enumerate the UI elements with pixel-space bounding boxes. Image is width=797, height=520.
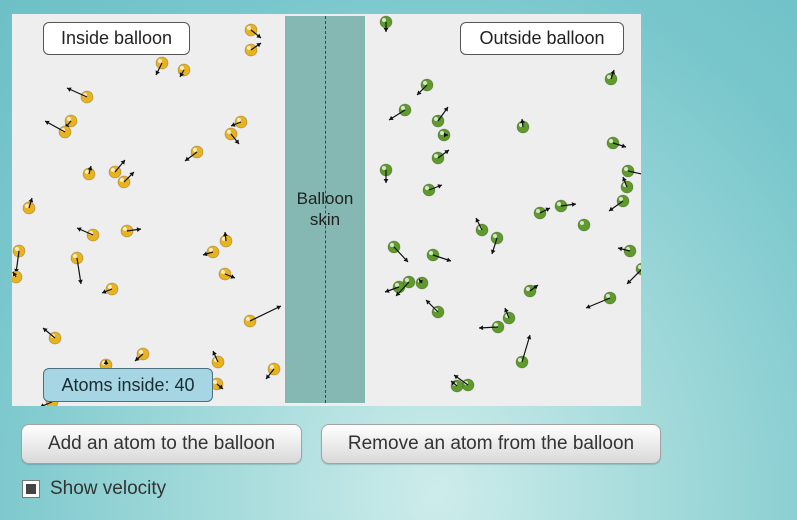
outside-atom — [620, 176, 634, 194]
inside-balloon-label: Inside balloon — [43, 22, 190, 55]
outside-atom — [502, 307, 516, 325]
inside-atom — [76, 227, 100, 242]
inside-atom — [82, 165, 96, 181]
outside-atom — [516, 118, 530, 134]
outside-atom — [608, 194, 630, 212]
outside-atom — [379, 15, 393, 32]
inside-atom — [22, 197, 36, 215]
atom-layer — [12, 15, 641, 406]
outside-atom — [384, 280, 406, 294]
outside-atom — [416, 78, 434, 96]
outside-atom — [437, 128, 451, 142]
inside-atom — [244, 42, 262, 57]
outside-atom — [478, 320, 505, 334]
outside-atom — [533, 206, 551, 220]
outside-atom — [422, 183, 443, 197]
inside-atom — [219, 231, 233, 248]
inside-atom — [12, 244, 26, 274]
outside-atom — [621, 164, 641, 178]
outside-atom — [388, 103, 412, 121]
outside-atom — [617, 244, 637, 258]
outside-atom — [395, 275, 416, 297]
outside-atom — [426, 248, 452, 263]
inside-atom — [101, 282, 119, 296]
outside-atom — [604, 69, 618, 86]
inside-atom — [108, 159, 126, 179]
outside-atom — [431, 149, 450, 165]
show-velocity-checkbox[interactable] — [22, 480, 40, 498]
outside-atom — [626, 262, 641, 285]
inside-atom — [211, 350, 225, 369]
inside-atom — [224, 127, 240, 145]
inside-atom — [202, 245, 220, 259]
inside-atom — [120, 224, 142, 238]
balloon-skin-label: Balloon skin — [285, 188, 365, 230]
outside-atom — [585, 291, 617, 309]
add-atom-button[interactable]: Add an atom to the balloon — [21, 424, 302, 464]
inside-atom — [155, 56, 169, 76]
inside-atom — [117, 171, 135, 189]
outside-atom — [554, 199, 577, 213]
simulation-area: Balloon skin Inside balloon Outside ball… — [12, 14, 641, 406]
outside-atom — [425, 299, 445, 319]
checkbox-check-mark — [26, 484, 36, 494]
outside-atom — [415, 276, 429, 290]
inside-atom — [66, 87, 94, 104]
inside-atom — [177, 63, 191, 78]
inside-atom — [265, 362, 281, 380]
inside-atom — [184, 145, 204, 162]
atoms-inside-counter: Atoms inside: 40 — [43, 368, 213, 402]
outside-atom — [490, 231, 504, 255]
outside-atom — [577, 218, 591, 232]
inside-atom — [12, 270, 23, 284]
skin-label-line1: Balloon — [296, 189, 354, 208]
outside-balloon-label: Outside balloon — [460, 22, 624, 55]
inside-atom — [44, 120, 72, 139]
outside-atom — [606, 136, 627, 150]
inside-atom — [70, 251, 84, 285]
inside-atom — [243, 305, 282, 328]
outside-atom — [515, 334, 532, 369]
inside-atom — [244, 23, 262, 39]
outside-atom — [523, 284, 539, 298]
inside-atom — [230, 115, 248, 129]
outside-atom — [475, 217, 489, 237]
inside-atom — [218, 267, 236, 281]
show-velocity-option[interactable]: Show velocity — [22, 478, 166, 500]
inside-atom — [42, 327, 62, 345]
outside-atom — [387, 240, 409, 263]
balloon-skin-centerline — [325, 16, 326, 403]
remove-atom-button[interactable]: Remove an atom from the balloon — [321, 424, 661, 464]
outside-atom — [450, 379, 464, 393]
skin-label-line2: skin — [309, 210, 341, 229]
inside-atom — [134, 347, 150, 362]
show-velocity-label[interactable]: Show velocity — [50, 478, 167, 499]
outside-atom — [379, 163, 393, 183]
outside-atom — [431, 106, 449, 128]
